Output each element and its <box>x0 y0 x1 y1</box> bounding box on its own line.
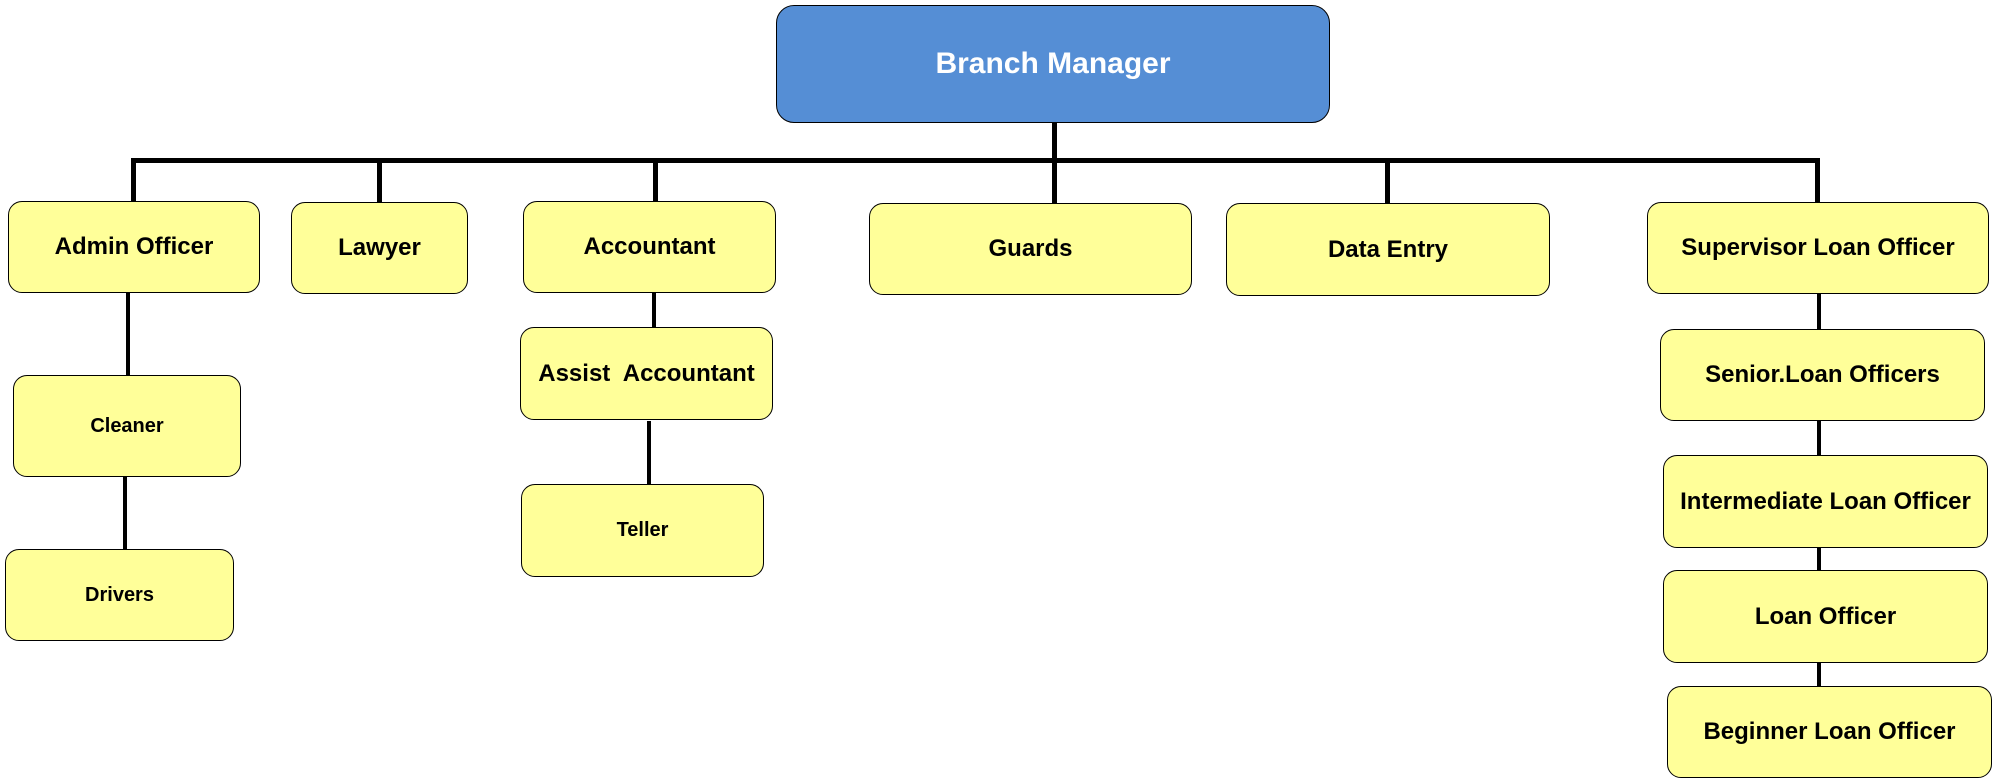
node-lawyer-label: Lawyer <box>338 234 421 261</box>
connector-accountant-assist <box>652 293 656 327</box>
connector-cleaner-drivers <box>123 476 127 549</box>
node-supervisor-loan-officer: Supervisor Loan Officer <box>1647 202 1989 294</box>
node-assist-accountant-label: Assist Accountant <box>538 359 755 387</box>
connector-manager-down <box>1052 122 1057 162</box>
node-branch-manager-label: Branch Manager <box>935 47 1171 80</box>
node-intermediate-loan-officer: Intermediate Loan Officer <box>1663 455 1988 548</box>
node-data-entry: Data Entry <box>1226 203 1550 296</box>
connector-guards <box>1052 158 1057 203</box>
node-assist-accountant: Assist Accountant <box>520 327 773 420</box>
node-senior-loan-officers-label: Senior.Loan Officers <box>1705 361 1940 388</box>
node-guards: Guards <box>869 203 1192 295</box>
node-loan-officer: Loan Officer <box>1663 570 1988 663</box>
node-teller: Teller <box>521 484 764 577</box>
connector-lawyer <box>377 158 382 203</box>
node-guards-label: Guards <box>988 235 1073 262</box>
connector-assist-teller <box>647 421 651 484</box>
node-intermediate-loan-officer-label: Intermediate Loan Officer <box>1680 487 1971 515</box>
node-accountant: Accountant <box>523 201 776 293</box>
node-beginner-loan-officer: Beginner Loan Officer <box>1667 686 1992 778</box>
node-teller-label: Teller <box>616 519 669 541</box>
node-drivers: Drivers <box>5 549 234 641</box>
node-admin-officer: Admin Officer <box>8 201 260 293</box>
node-beginner-loan-officer-label: Beginner Loan Officer <box>1703 718 1956 745</box>
connector-intermediate-loan <box>1817 547 1821 570</box>
connector-data-entry <box>1385 158 1390 204</box>
connector-admin-cleaner <box>126 293 130 375</box>
node-drivers-label: Drivers <box>85 583 154 606</box>
connector-senior-intermediate <box>1817 420 1821 455</box>
node-senior-loan-officers: Senior.Loan Officers <box>1660 329 1985 421</box>
connector-supervisor-senior <box>1817 294 1821 329</box>
node-cleaner-label: Cleaner <box>90 414 164 437</box>
node-cleaner: Cleaner <box>13 375 241 477</box>
connector-horizontal-bus <box>131 158 1820 163</box>
node-accountant-label: Accountant <box>583 233 716 260</box>
node-lawyer: Lawyer <box>291 202 468 294</box>
connector-admin-officer <box>131 158 136 201</box>
node-data-entry-label: Data Entry <box>1327 235 1449 263</box>
node-admin-officer-label: Admin Officer <box>54 233 214 260</box>
node-supervisor-loan-officer-label: Supervisor Loan Officer <box>1681 234 1955 261</box>
node-branch-manager: Branch Manager <box>776 5 1330 123</box>
connector-supervisor <box>1815 158 1820 203</box>
connector-loan-beginner <box>1817 662 1821 686</box>
connector-accountant <box>653 158 658 201</box>
node-loan-officer-label: Loan Officer <box>1754 602 1897 630</box>
